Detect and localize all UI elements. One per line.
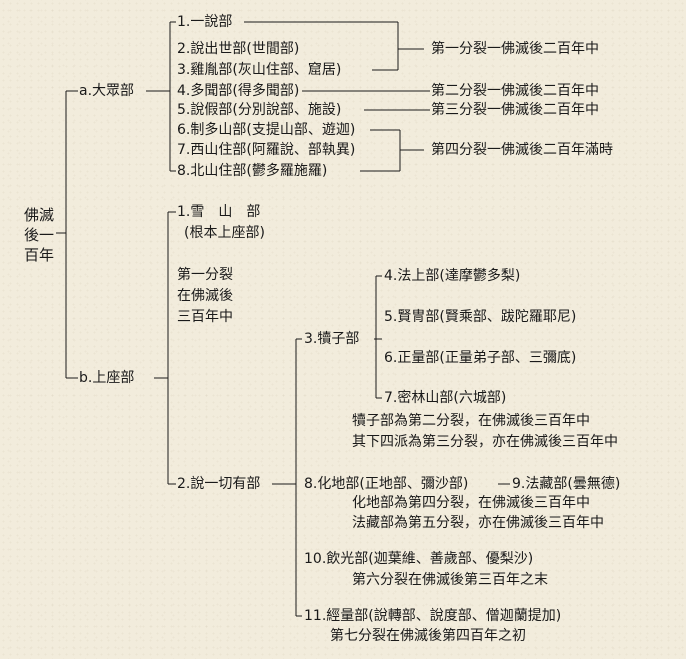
mahisasaka-school: 8.化地部(正地部、彌沙部) [304,476,469,492]
mahasanghika-item: 3.雞胤部(灰山住部、窟居) [177,62,342,78]
vatsiputriya-school: 3.犢子部 [304,331,360,347]
vatsi-sub-school: 6.正量部(正量弟子部、三彌底) [384,350,577,366]
root-label-line2: 後一 [24,226,55,244]
split-note: 第四分裂一佛滅後二百年滿時 [431,142,613,158]
dharmaguptaka-note: 法藏部為第五分裂，亦在佛滅後三百年中 [352,515,604,531]
sautrantika-school: 11.經量部(說轉部、說度部、僧迦蘭提加) [304,608,562,624]
sthavira-label: b.上座部 [79,370,135,386]
mahasanghika-item: 2.說出世部(世間部) [177,41,300,57]
vatsi-note: 其下四派為第三分裂，亦在佛滅後三百年中 [352,434,618,450]
root-label-line3: 百年 [24,246,55,264]
mahasanghika-item: 5.說假部(分別說部、施設) [177,102,342,118]
mahasanghika-label: a.大眾部 [79,83,135,99]
vatsi-sub-school: 7.密林山部(六城部) [384,390,507,406]
mahasanghika-item: 8.北山住部(鬱多羅施羅) [177,163,328,179]
snow-mountain-school: 1.雪 山 部 [177,204,261,220]
dharmaguptaka-school: 9.法藏部(曇無德) [512,476,621,492]
root-label-line1: 佛滅 [24,206,55,224]
mahisasaka-note: 化地部為第四分裂，在佛滅後三百年中 [352,495,590,511]
snow-mountain-alt-name: (根本上座部) [184,225,265,241]
split-note: 第一分裂一佛滅後二百年中 [431,41,599,57]
sautrantika-note: 第七分裂在佛滅後第四百年之初 [330,628,526,644]
sarvastivada-school: 2.說一切有部 [177,476,261,492]
vatsi-note: 犢子部為第二分裂，在佛滅後三百年中 [352,413,590,429]
first-split-note: 三百年中 [177,309,233,325]
kasyapiya-note: 第六分裂在佛滅後第三百年之末 [352,572,548,588]
vatsi-sub-school: 5.賢冑部(賢乘部、跋陀羅耶尼) [384,309,577,325]
mahasanghika-item: 4.多聞部(得多聞部) [177,83,300,99]
mahasanghika-item: 6.制多山部(支提山部、遊迦) [177,122,356,138]
vatsi-sub-school: 4.法上部(達摩鬱多梨) [384,268,521,284]
mahasanghika-item: 1.一說部 [177,14,233,30]
first-split-note: 在佛滅後 [177,288,233,304]
split-note: 第三分裂一佛滅後二百年中 [431,102,599,118]
mahasanghika-item: 7.西山住部(阿羅說、部執異) [177,142,356,158]
split-note: 第二分裂一佛滅後二百年中 [431,83,599,99]
first-split-note: 第一分裂 [177,267,233,283]
kasyapiya-school: 10.飲光部(迦葉維、善歲部、優梨沙) [304,551,534,567]
